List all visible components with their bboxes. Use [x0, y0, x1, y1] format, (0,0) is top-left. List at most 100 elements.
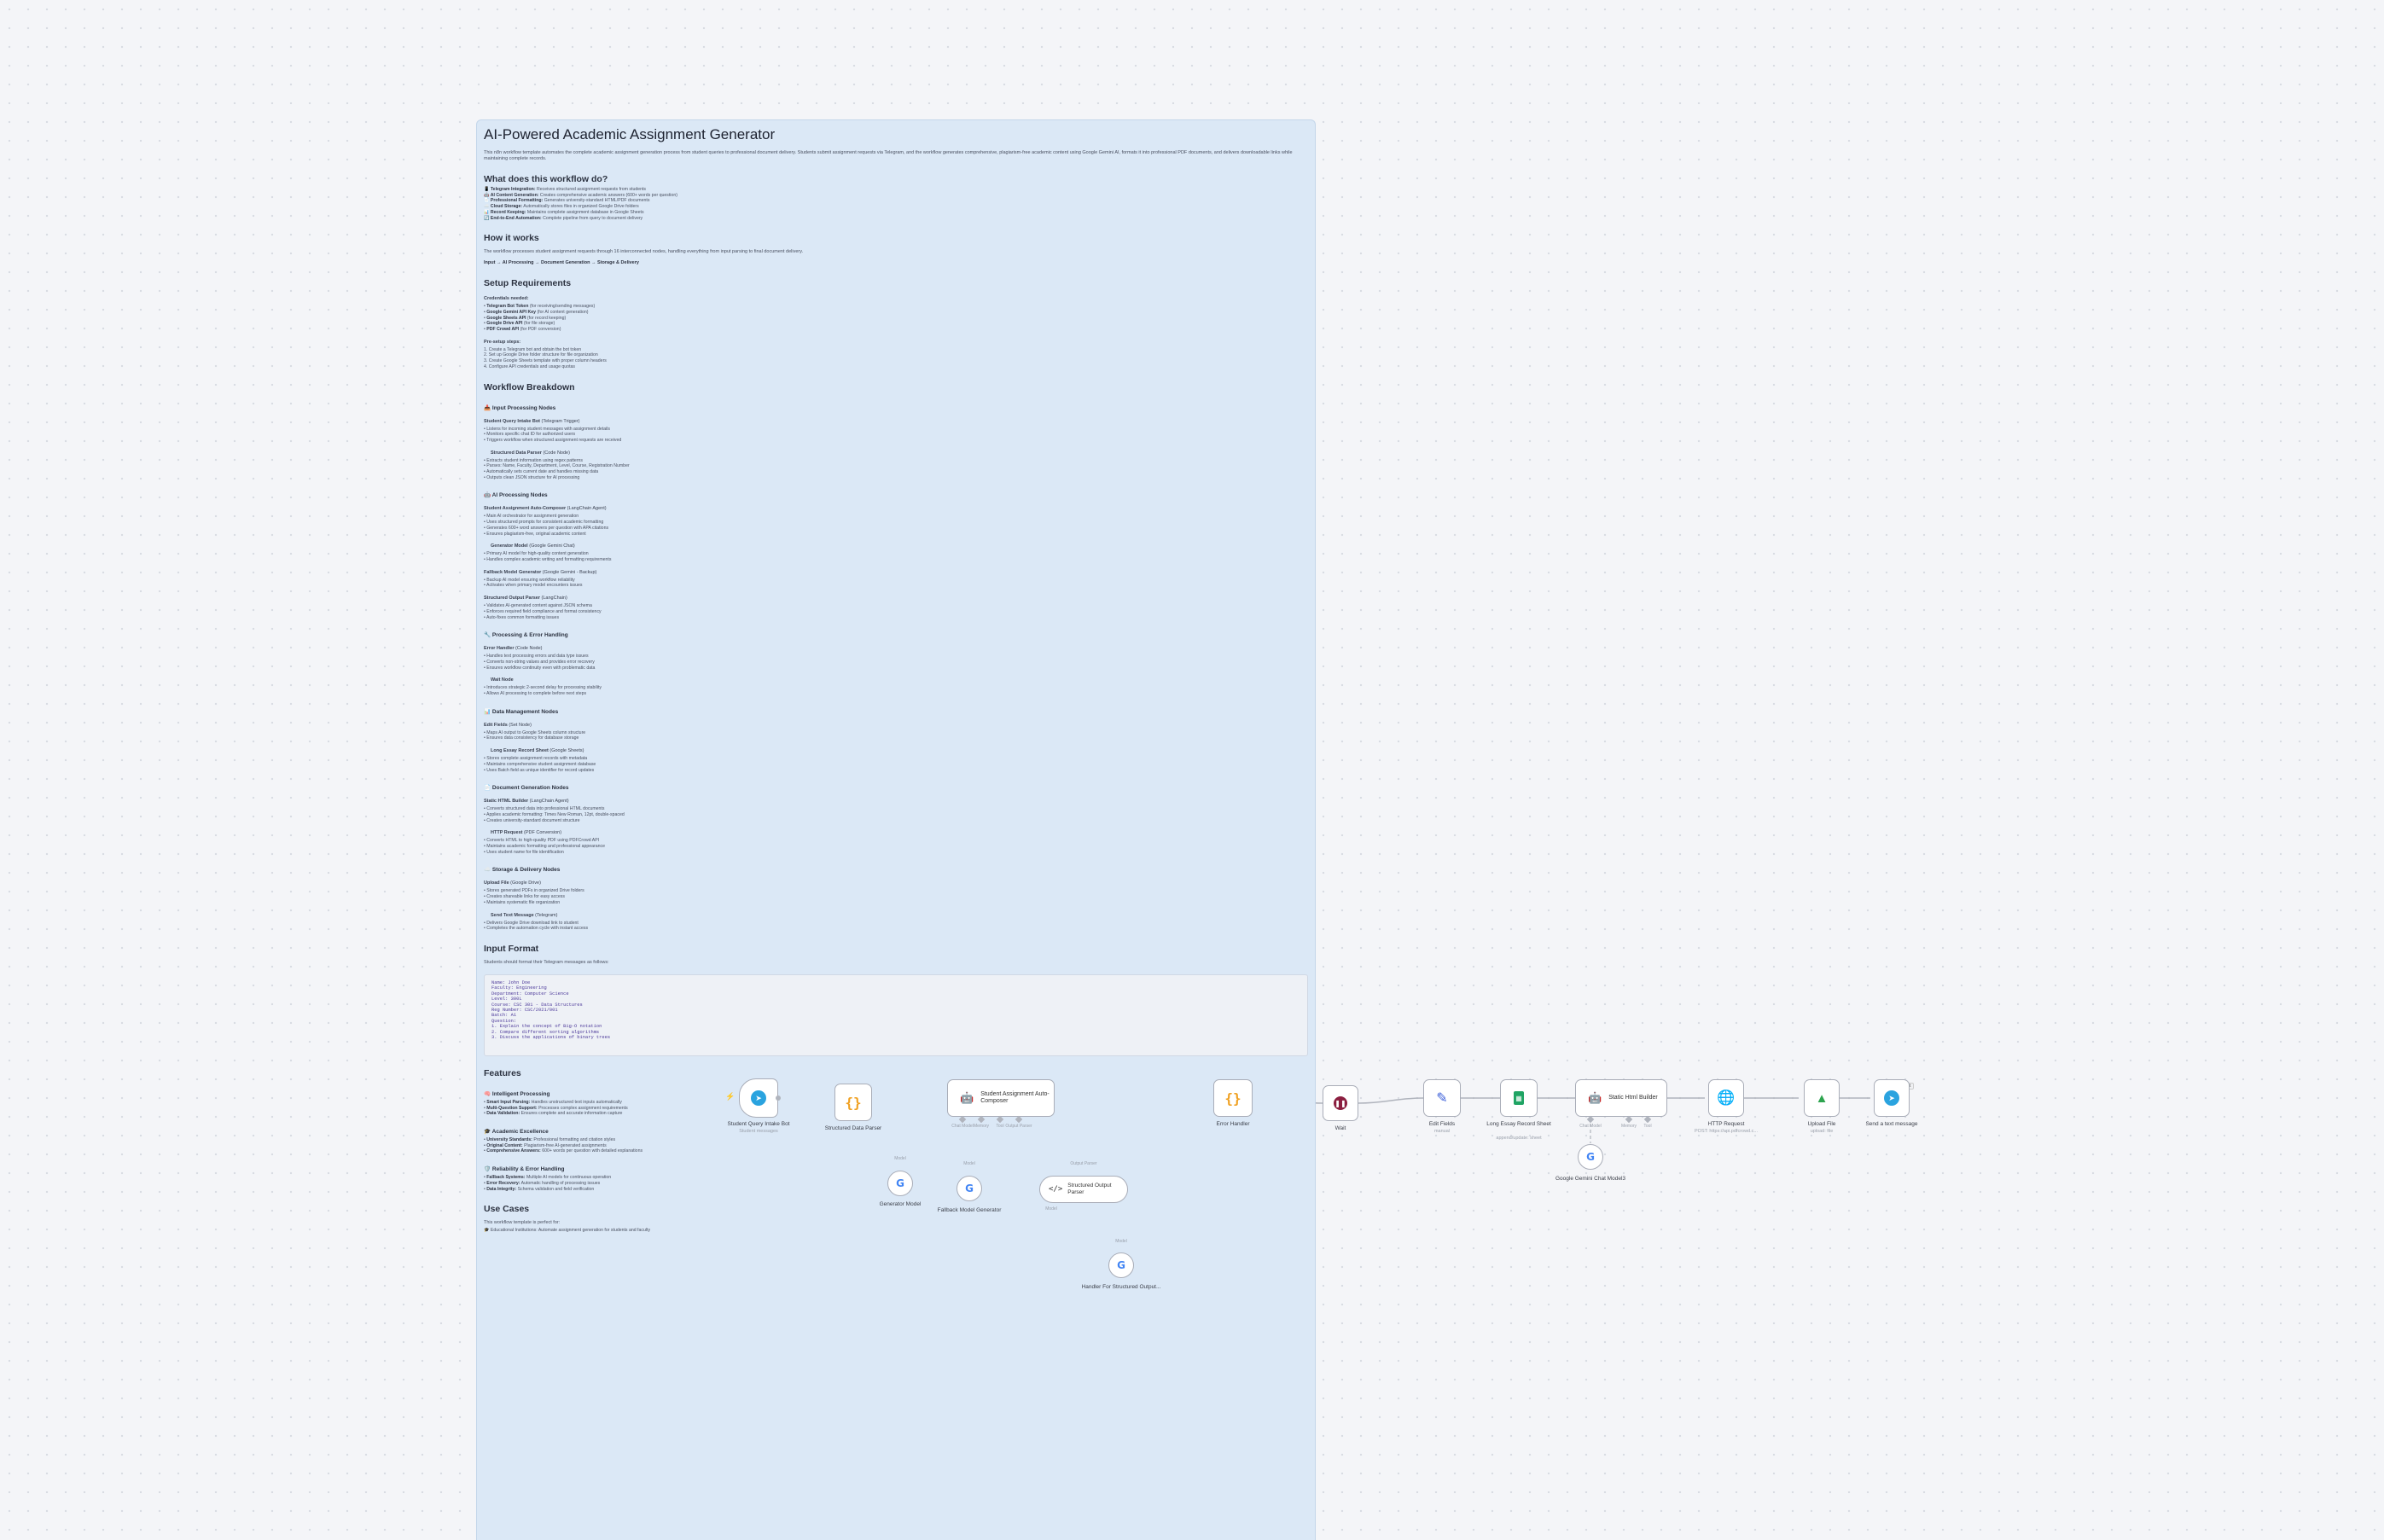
node-doc-list: • Validates AI-generated content against…	[484, 603, 1308, 620]
node-doc-title: Generator Model (Google Gemini Chat)	[491, 543, 575, 549]
list-item: 1. Create a Telegram bot and obtain the …	[484, 346, 582, 352]
node-upload-file[interactable]: ▲	[1804, 1079, 1840, 1117]
list-item: • Converts structured data into professi…	[484, 806, 605, 812]
google-icon: G	[1586, 1151, 1595, 1163]
list-item: • Listens for incoming student messages …	[484, 426, 611, 432]
list-item: • Handles complex academic writing and f…	[484, 556, 612, 562]
node-structured-output-parser[interactable]: </> Structured Output Parser	[1039, 1176, 1128, 1203]
node-generator-model[interactable]: G	[887, 1171, 913, 1196]
input-format-code: Name: John Doe Faculty: Engineering Depa…	[484, 973, 1308, 1056]
port-label: Tool	[1643, 1124, 1652, 1129]
list-item: 2. Set up Google Drive folder structure …	[484, 352, 598, 358]
list-item: • Primary AI model for high-quality cont…	[484, 551, 589, 557]
node-long-essay-record-sheet[interactable]: ▦	[1500, 1079, 1538, 1117]
port-label: Tool	[996, 1124, 1004, 1129]
node-error-handler[interactable]: {}	[1213, 1079, 1253, 1117]
breakdown-heading: Workflow Breakdown	[484, 381, 575, 392]
list-item: • Creates shareable links for easy acces…	[484, 894, 565, 900]
list-item: • Google Sheets API (for record keeping)	[484, 315, 567, 321]
list-item: • Enforces required field compliance and…	[484, 608, 602, 614]
node-doc-list: • Maps AI output to Google Sheets column…	[484, 730, 1308, 741]
node-label: Fallback Model Generator	[937, 1207, 1002, 1213]
globe-icon: 🌐	[1717, 1090, 1736, 1106]
input-heading: Input Format	[484, 943, 539, 954]
sticky-title: AI-Powered Academic Assignment Generator	[484, 126, 776, 142]
list-item: • Triggers workflow when structured assi…	[484, 437, 622, 443]
node-doc-list: • Stores complete assignment records wit…	[484, 756, 1308, 773]
features-heading: Features	[484, 1067, 521, 1078]
list-item: • Creates university-standard document s…	[484, 817, 580, 823]
node-label: Structured Data Parser	[824, 1125, 882, 1131]
list-item: • Handles text processing errors and dat…	[484, 654, 589, 660]
list-item: ☁️ Cloud Storage: Automatically stores f…	[484, 204, 639, 210]
node-structured-data-parser[interactable]: {}	[834, 1084, 872, 1121]
node-doc-title: HTTP Request (PDF Conversion)	[491, 830, 562, 836]
port-label: Output Parser	[1005, 1124, 1032, 1129]
node-student-assignment-auto-composer[interactable]: 🤖 Student Assignment Auto-Composer	[947, 1079, 1055, 1117]
node-doc-list: • Handles text processing errors and dat…	[484, 654, 1308, 671]
code-braces-icon: {}	[845, 1094, 862, 1111]
what-heading: What does this workflow do?	[484, 174, 608, 184]
list-item: • Uses student name for file identificat…	[484, 849, 564, 855]
node-doc-list: • Introduces strategic 2-second delay fo…	[484, 685, 1308, 696]
node-doc-title: Send Text Message (Telegram)	[491, 912, 558, 918]
list-item: • Introduces strategic 2-second delay fo…	[484, 685, 602, 691]
node-subtitle: upload: file	[1810, 1129, 1834, 1134]
output-port[interactable]	[776, 1095, 781, 1101]
section-document: 📄 Document Generation Nodes	[484, 785, 569, 792]
node-label: Wait	[1334, 1125, 1346, 1131]
node-edit-fields[interactable]: ✎	[1423, 1079, 1461, 1117]
node-doc-list: • Stores generated PDFs in organized Dri…	[484, 888, 1308, 905]
node-wait[interactable]: ❚❚	[1323, 1085, 1358, 1121]
node-http-request[interactable]: 🌐	[1708, 1079, 1744, 1117]
list-item: 🔄 End-to-End Automation: Complete pipeli…	[484, 215, 643, 221]
list-item: • Delivers Google Drive download link to…	[484, 920, 579, 926]
port-label: Model	[1045, 1206, 1057, 1212]
sticky-note[interactable]: AI-Powered Academic Assignment Generator…	[476, 119, 1316, 1540]
list-item: • Uses Batch field as unique identifier …	[484, 767, 595, 773]
features-list: • Fallback Systems: Multiple AI models f…	[484, 1175, 1308, 1192]
node-label: Long Essay Record Sheet	[1486, 1121, 1551, 1127]
list-item: • Applies academic formatting: Times New…	[484, 811, 625, 817]
list-item: • Error Recovery: Automatic handling of …	[484, 1180, 601, 1186]
node-doc-title: Edit Fields (Set Node)	[484, 722, 532, 728]
list-item: • Extracts student information using reg…	[484, 457, 584, 463]
telegram-icon: ➤	[1884, 1090, 1899, 1106]
list-item: • Maintains academic formatting and prof…	[484, 844, 605, 850]
node-fallback-model-generator[interactable]: G	[957, 1176, 982, 1201]
section-storage: ☁️ Storage & Delivery Nodes	[484, 867, 561, 874]
node-send-a-text-message[interactable]: ➤	[1874, 1079, 1910, 1117]
list-item: • Activates when primary model encounter…	[484, 583, 583, 589]
node-doc-list: • Delivers Google Drive download link to…	[484, 921, 1308, 932]
node-doc-list: • Backup AI model ensuring workflow reli…	[484, 578, 1308, 589]
google-drive-icon: ▲	[1815, 1090, 1829, 1106]
how-flow: Input → AI Processing → Document Generat…	[484, 260, 639, 266]
node-doc-title: Static HTML Builder (LangChain Agent)	[484, 799, 569, 805]
list-item: • Maintains systematic file organization	[484, 899, 561, 905]
list-item: • Main AI orchestrator for assignment ge…	[484, 514, 579, 520]
node-google-gemini-chat-model3[interactable]: G	[1578, 1144, 1603, 1170]
node-doc-list: • Listens for incoming student messages …	[484, 427, 1308, 444]
node-label: Handler For Structured Output...	[1081, 1284, 1161, 1290]
node-doc-list: • Converts structured data into professi…	[484, 806, 1308, 823]
parser-icon: </>	[1049, 1185, 1063, 1194]
list-item: • Comprehensive Answers: 600+ words per …	[484, 1148, 643, 1154]
list-item: • Google Drive API (for file storage)	[484, 321, 555, 327]
node-subtitle: manual	[1433, 1129, 1451, 1134]
node-handler-for-structured-output[interactable]: G	[1108, 1252, 1134, 1278]
list-item: 🎓 Educational Institutions: Automate ass…	[484, 1228, 651, 1234]
list-item: • Generates 600+ word answers per questi…	[484, 525, 609, 531]
google-icon: G	[896, 1177, 904, 1189]
telegram-icon: ➤	[751, 1090, 766, 1106]
google-icon: G	[965, 1183, 974, 1194]
list-item: • Uses structured prompts for consistent…	[484, 520, 604, 526]
node-student-query-intake-bot[interactable]: ➤	[739, 1078, 778, 1118]
port-label: Model	[963, 1161, 975, 1166]
features-list: • University Standards: Professional for…	[484, 1137, 1308, 1154]
list-item: • Data Integrity: Schema validation and …	[484, 1186, 595, 1192]
node-doc-title: Structured Data Parser (Code Node)	[491, 450, 570, 456]
node-subtitle: POST: https://api.pdfcrowd.c...	[1695, 1129, 1758, 1134]
node-static-html-builder[interactable]: 🤖 Static Html Builder	[1575, 1079, 1667, 1117]
list-item: 🤖 AI Content Generation: Creates compreh…	[484, 192, 677, 198]
